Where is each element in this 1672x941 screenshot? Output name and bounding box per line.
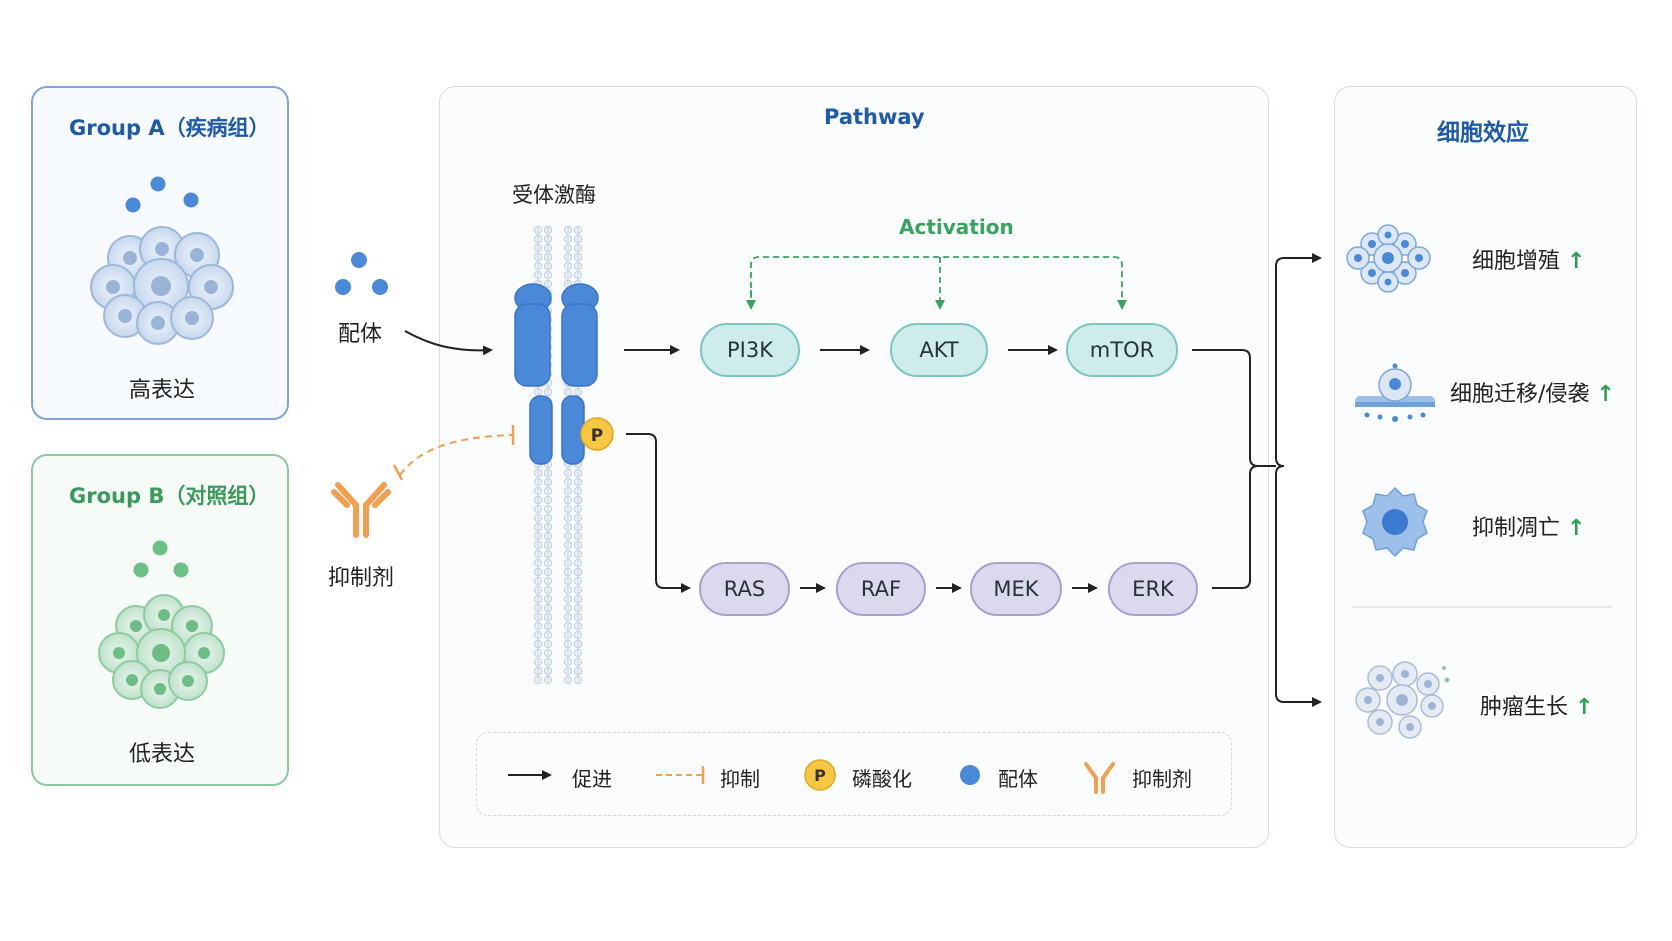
effect-anti-apoptosis-label: 抑制凋亡 xyxy=(1472,516,1561,541)
group-b-expression-label: 低表达 xyxy=(129,742,196,767)
effect-anti-apoptosis: 抑制凋亡 ↑ xyxy=(1472,510,1585,542)
receptor-kinase-label: 受体激酶 xyxy=(512,183,596,207)
bottom-pathway-arrows xyxy=(626,433,1098,593)
node-mtor: mTOR xyxy=(1066,323,1178,377)
ligand-dots-icon xyxy=(335,252,388,295)
cell-proliferation-icon xyxy=(1346,224,1431,293)
legend-inhibit-label: 抑制 xyxy=(720,767,760,791)
legend-antibody-icon xyxy=(1084,762,1115,794)
up-arrow-icon: ↑ xyxy=(1596,382,1615,407)
node-ras: RAS xyxy=(699,562,790,616)
legend-inhibitor-label: 抑制剂 xyxy=(1132,767,1192,791)
group-a-title: Group A（疾病组） xyxy=(69,116,270,140)
tumor-growth-icon xyxy=(1355,661,1450,739)
node-raf: RAF xyxy=(836,562,926,616)
group-b-title: Group B（对照组） xyxy=(69,484,270,508)
activation-bracket xyxy=(746,256,1127,310)
legend-ligand-label: 配体 xyxy=(998,767,1038,791)
ligand-binding-arrow xyxy=(404,330,493,356)
group-a-cell-cluster-icon xyxy=(90,226,234,345)
up-arrow-icon: ↑ xyxy=(1567,516,1586,541)
inhibition-bar-start xyxy=(392,464,404,481)
effects-connector xyxy=(1192,253,1322,707)
node-pi3k: PI3K xyxy=(700,323,800,377)
node-erk: ERK xyxy=(1108,562,1198,616)
effect-tumor-growth-label: 肿瘤生长 xyxy=(1480,695,1569,720)
antibody-inhibitor-icon xyxy=(331,482,391,538)
phosphorylation-badge-text: P xyxy=(591,426,603,446)
cell-migration-icon xyxy=(1355,363,1435,422)
receptor-kinase-icon xyxy=(514,283,599,465)
up-arrow-icon: ↑ xyxy=(1567,249,1586,274)
apoptosis-nucleus xyxy=(1382,509,1408,535)
group-b-ligand-dots xyxy=(133,540,189,578)
legend-phospho-badge-text: P xyxy=(814,766,826,785)
activation-label: Activation xyxy=(899,215,1014,239)
group-a-ligand-dots xyxy=(125,176,199,213)
phosphorylation-badge xyxy=(580,417,614,451)
node-akt: AKT xyxy=(890,323,988,377)
effect-proliferation-label: 细胞增殖 xyxy=(1472,249,1561,274)
effect-proliferation: 细胞增殖 ↑ xyxy=(1472,243,1585,275)
pathway-title: Pathway xyxy=(824,105,925,129)
inhibitor-label: 抑制剂 xyxy=(328,566,395,591)
legend-promote-label: 促进 xyxy=(572,767,612,791)
legend-ligand-dot xyxy=(960,765,980,785)
up-arrow-icon: ↑ xyxy=(1575,695,1594,720)
group-b-cell-cluster-icon xyxy=(98,594,225,709)
effect-migration: 细胞迁移/侵袭 ↑ xyxy=(1450,376,1615,408)
group-a-expression-label: 高表达 xyxy=(129,378,196,403)
legend-phospho-label: 磷酸化 xyxy=(852,767,912,791)
effect-tumor-growth: 肿瘤生长 ↑ xyxy=(1480,689,1593,721)
ligand-label: 配体 xyxy=(338,322,383,347)
inhibition-dashed-arc xyxy=(399,434,513,476)
legend-phospho-badge xyxy=(804,759,836,791)
node-mek: MEK xyxy=(970,562,1062,616)
cell-effects-title: 细胞效应 xyxy=(1437,120,1529,146)
group-a-panel: Group A（疾病组） 高表达 xyxy=(31,86,289,420)
effect-migration-label: 细胞迁移/侵袭 xyxy=(1450,382,1590,407)
